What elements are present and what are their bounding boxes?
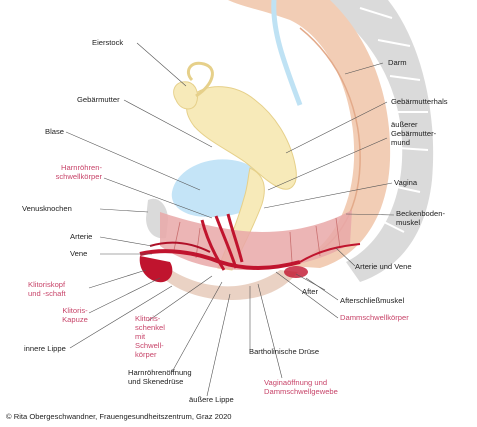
label-harnroehrenoeffnung: Harnröhrenöffnung und Skenedrüse [128,368,192,386]
label-vagina: Vagina [394,178,417,187]
label-arterie: Arterie [70,232,92,241]
label-aeussere-lippe: äußere Lippe [189,395,234,404]
anus-shape [284,266,308,278]
copyright-text: © Rita Obergeschwandner, Frauengesundhei… [6,412,232,421]
label-gebaermutterhals: Gebärmutterhals [391,97,448,106]
label-eierstock: Eierstock [92,38,123,47]
label-dammschwellkoerper: Dammschwellkörper [340,313,409,322]
label-gebaermutter: Gebärmutter [77,95,120,104]
label-klitoriskopf: Klitoriskopf und -schaft [28,280,66,298]
label-aeusserer-muttermund: äußerer Gebärmutter- mund [391,120,436,147]
label-after: After [302,287,318,296]
label-afterschliessmuskel: Afterschließmuskel [340,296,404,305]
label-vaginaoeffnung: Vaginaöffnung und Dammschwellgewebe [264,378,338,396]
label-klitorisschenkel: Klitoris- schenkel mit Schwell- körper [135,314,165,359]
label-darm: Darm [388,58,407,67]
label-innere-lippe: innere Lippe [24,344,66,353]
label-klitoriskapuze: Klitoris- Kapuze [55,306,95,324]
label-bartholinische-druese: Bartholinische Drüse [249,347,319,356]
label-harnroehrenschwellkoerper: Harnröhren- schwellkörper [30,163,102,181]
label-venusknochen: Venusknochen [22,204,72,213]
label-beckenbodenmuskel: Beckenboden- muskel [396,209,445,227]
label-blase: Blase [45,127,64,136]
label-vene: Vene [70,249,87,258]
label-arterie-und-vene: Arterie und Vene [355,262,412,271]
clitoris-shape [140,256,173,282]
